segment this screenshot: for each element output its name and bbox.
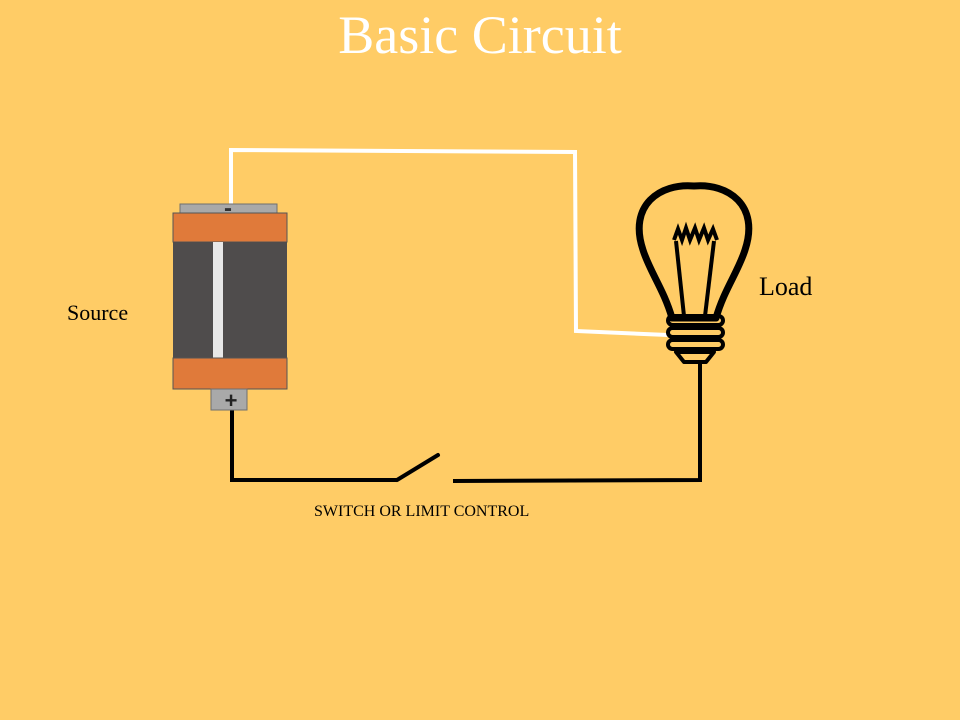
negative-wire <box>229 147 669 337</box>
bulb-filament <box>672 221 719 247</box>
bulb-base-ring-1 <box>666 314 725 327</box>
battery-body <box>173 242 287 358</box>
battery-positive-symbol: + <box>225 388 238 413</box>
bulb-glass <box>635 182 753 322</box>
battery-top-band <box>172 212 288 243</box>
source-label: Source <box>67 300 129 325</box>
light-bulb-icon <box>635 182 753 364</box>
switch-blade <box>395 453 440 482</box>
load-return-wire <box>452 360 702 483</box>
battery-positive-terminal <box>210 388 248 411</box>
battery-negative-symbol: - <box>224 195 232 222</box>
switch-label: SWITCH OR LIMIT CONTROL <box>314 503 530 520</box>
bulb-base-ring-3 <box>666 338 725 351</box>
bulb-contact <box>674 350 716 364</box>
battery-bottom-band <box>172 357 288 390</box>
battery-source: - + <box>172 195 288 413</box>
bulb-filament-support-left <box>674 240 686 317</box>
load-label: Load <box>759 272 813 301</box>
positive-wire <box>230 410 397 482</box>
bulb-filament-support-right <box>703 240 716 317</box>
bulb-base-ring-2 <box>666 326 725 339</box>
slide-title: Basic Circuit <box>338 5 622 65</box>
battery-highlight <box>213 242 223 358</box>
